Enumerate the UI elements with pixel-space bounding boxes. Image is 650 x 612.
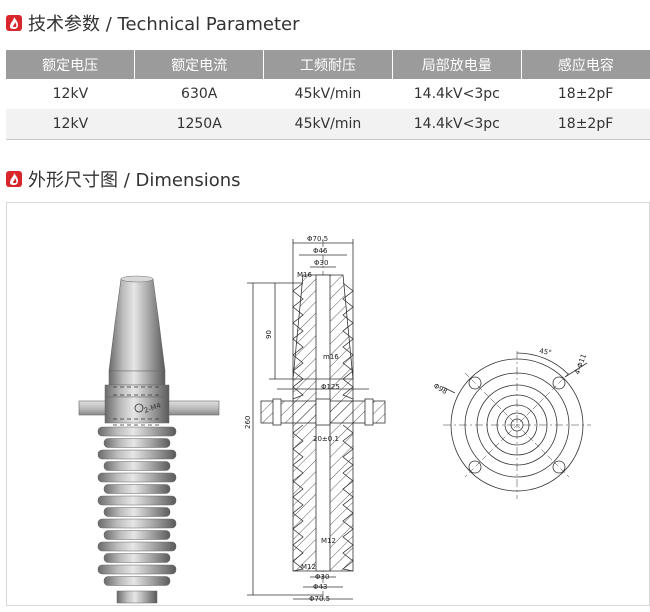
shed-ring [97,518,177,529]
shed-ring [97,426,177,437]
section-drawing [247,239,386,601]
shed-ring [97,495,177,506]
table-cell: 45kV/min [263,109,393,140]
insulator-photo: 2-M4 [78,275,220,604]
shed-ring [103,530,171,540]
dim-label: Φ70.5 [309,595,330,603]
shed-ring [97,541,177,552]
section-title-parameters: 技术参数 / Technical Parameter [6,10,300,36]
dim-label: M12 [321,537,336,545]
table-row: 12kV 630A 45kV/min 14.4kV<3pc 18±2pF [6,79,650,109]
shed-ring [97,449,177,460]
table-cell: 18±2pF [557,86,614,102]
table-row: 12kV 1250A 45kV/min 14.4kV<3pc 18±2pF [6,109,650,140]
section-title-text: 外形尺寸图 / Dimensions [28,170,241,191]
flame-logo-icon [6,171,22,187]
shed-ring [97,472,177,483]
shed-ring [97,564,177,575]
dim-label: Φ46 [313,247,328,255]
section-labels: Φ70.5 Φ46 Φ30 M16 90 m16 Φ125 260 20±0.1… [244,235,340,603]
dim-label: M12 [301,563,316,571]
column-header: 感应电容 [520,50,650,79]
dim-label: M16 [297,271,312,279]
dim-label: m16 [323,353,339,361]
table-header-row: 额定电压 额定电流 工频耐压 局部放电量 感应电容 [6,50,650,79]
shed-ring [103,484,171,494]
dim-label: 45° [539,347,553,357]
column-header: 工频耐压 [263,50,393,79]
shed-ring [103,507,171,517]
table-cell: 18±2pF [521,109,650,140]
dim-label: Φ30 [314,259,328,267]
table-cell: 1250A [134,109,264,140]
dimension-drawing-frame: 2-M4 [6,202,650,606]
column-header: 额定电压 [6,50,135,79]
table-cell: 12kV [6,109,135,140]
shed-ring [103,576,171,586]
top-view [442,351,591,499]
top-view-labels: Φ98 45° 4-Φ11 [432,347,588,396]
table-cell: 14.4kV<3pc [413,86,500,102]
dim-label: 4-Φ11 [573,353,588,376]
shed-ring [103,438,171,448]
section-title-text: 技术参数 / Technical Parameter [28,14,300,35]
table-cell: 12kV [52,86,89,102]
shed-ring [103,553,171,563]
column-header: 额定电流 [134,50,264,79]
dim-label: Φ43 [313,583,327,591]
shed-ring [103,461,171,471]
section-title-dimensions: 外形尺寸图 / Dimensions [6,166,241,192]
dim-label: Φ70.5 [307,235,328,243]
dimension-drawing: 2-M4 [78,235,591,604]
dim-label: 260 [244,416,252,429]
dim-label: Φ30 [315,573,329,581]
dim-label: Φ125 [321,383,340,391]
insulator-sheds [97,426,177,586]
table-cell: 45kV/min [294,86,362,102]
dim-label: Φ98 [432,382,448,396]
dim-label: 90 [265,330,273,339]
dim-label: 20±0.1 [313,435,339,443]
table-cell: 630A [181,86,218,102]
column-header: 局部放电量 [391,50,522,79]
table-cell: 14.4kV<3pc [392,109,522,140]
parameter-table: 额定电压 额定电流 工频耐压 局部放电量 感应电容 12kV 630A 45kV… [6,50,650,140]
flame-logo-icon [6,15,22,31]
